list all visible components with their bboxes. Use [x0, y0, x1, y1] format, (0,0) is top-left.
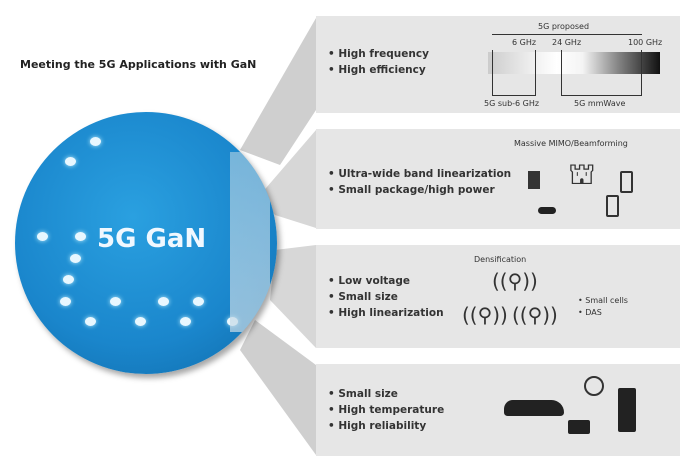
label-mmwave: 5G mmWave	[574, 99, 626, 108]
small-cell-tower-icon: ((⚲))	[462, 303, 508, 327]
bullet: Small size	[328, 289, 444, 305]
diagram-title: Meeting the 5G Applications with GaN	[20, 58, 257, 71]
bullet-list: High frequency High efficiency	[328, 46, 429, 78]
bullet-list: Low voltage Small size High linearizatio…	[328, 273, 444, 321]
bullet-list: Small size High temperature High reliabi…	[328, 386, 444, 434]
small-cell-tower-icon: ((⚲))	[492, 269, 538, 293]
label-100ghz: 100 GHz	[628, 38, 663, 47]
bullet: Small package/high power	[328, 182, 511, 198]
panel-mimo: Ultra-wide band linearization Small pack…	[316, 129, 680, 229]
phone-icon	[620, 171, 633, 193]
spectrum-bar	[488, 52, 660, 74]
bullet: High temperature	[328, 402, 444, 418]
meter-icon	[584, 376, 604, 396]
label-sub6: 5G sub-6 GHz	[484, 99, 540, 108]
bullet: High frequency	[328, 46, 429, 62]
caption-densification: Densification	[474, 255, 527, 264]
tower-icon: ⛫	[568, 157, 596, 192]
panel-frequency: High frequency High efficiency 5G propos…	[316, 16, 680, 113]
bullet: High linearization	[328, 305, 443, 321]
panel-reliability: Small size High temperature High reliabi…	[316, 364, 680, 456]
camera-icon	[568, 420, 590, 434]
car-icon	[504, 400, 564, 416]
side-item: Small cells	[585, 296, 628, 305]
car-icon	[538, 207, 556, 214]
small-cell-tower-icon: ((⚲))	[512, 303, 558, 327]
label-6ghz: 6 GHz	[512, 38, 537, 47]
label-24ghz: 24 GHz	[552, 38, 582, 47]
building-icon	[528, 171, 540, 189]
bullet: Low voltage	[328, 273, 444, 289]
bullet: High efficiency	[328, 62, 429, 78]
panel-densification: Low voltage Small size High linearizatio…	[316, 245, 680, 348]
bullet: Small size	[328, 386, 444, 402]
circle-label: 5G GaN	[97, 224, 207, 254]
phone-icon	[606, 195, 619, 217]
bullet: Ultra-wide band linearization	[328, 166, 511, 182]
bullet-list: Ultra-wide band linearization Small pack…	[328, 166, 511, 198]
5g-gan-chip-image: 5G GaN	[15, 112, 277, 374]
side-list: • Small cells • DAS	[578, 296, 628, 317]
label-5g-proposed: 5G proposed	[538, 22, 590, 31]
refrigerator-icon	[618, 388, 636, 432]
side-item: DAS	[585, 308, 602, 317]
bullet: High reliability	[328, 418, 444, 434]
caption-mimo: Massive MIMO/Beamforming	[514, 139, 628, 148]
